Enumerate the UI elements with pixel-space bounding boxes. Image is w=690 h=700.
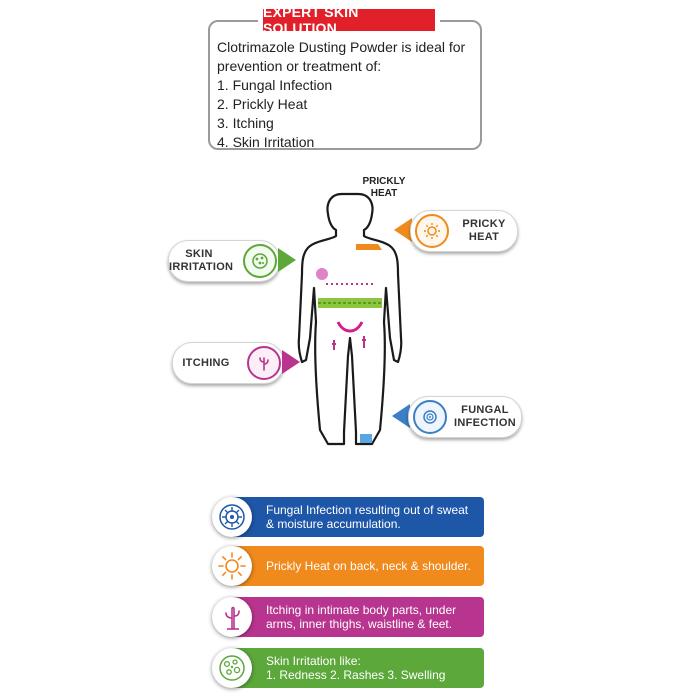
- sun-icon: [212, 546, 252, 586]
- info-line: Clotrimazole Dusting Powder is ideal for: [217, 39, 466, 55]
- banner-fungal-infection: Fungal Infection resulting out of sweat …: [212, 497, 484, 537]
- body-outline: [297, 192, 403, 446]
- fungus-icon: [212, 497, 252, 537]
- info-line: prevention or treatment of:: [217, 58, 382, 74]
- pricky-heat-arrow: [394, 218, 412, 242]
- info-line: 1. Fungal Infection: [217, 77, 333, 93]
- skin-irritation-icon: [243, 244, 277, 278]
- inner-thigh-marks-left: [332, 340, 336, 350]
- banner-line: Itching in intimate body parts, under: [266, 603, 457, 617]
- skin-irritation-arrow: [278, 248, 296, 272]
- prickly-heat-top-label: PRICKLY HEAT: [362, 176, 406, 199]
- banner-line: arms, inner thighs, waistline & feet.: [266, 617, 453, 631]
- fungal-infection-arrow: [392, 404, 410, 428]
- body-figure: [297, 192, 403, 446]
- cactus-icon: [212, 597, 252, 637]
- cells-icon: [212, 648, 252, 688]
- info-line: 2. Prickly Heat: [217, 96, 308, 112]
- banner-line: 1. Redness 2. Rashes 3. Swelling: [266, 668, 446, 682]
- banner-line: Prickly Heat on back, neck & shoulder.: [266, 559, 471, 573]
- info-line: 4. Skin Irritation: [217, 134, 315, 150]
- info-text: Clotrimazole Dusting Powder is ideal for…: [217, 38, 479, 152]
- banner-line: & moisture accumulation.: [266, 517, 401, 531]
- inner-thigh-marks-right: [362, 336, 366, 348]
- itching-label: ITCHING: [172, 342, 284, 384]
- skin-irritation-label: SKIN IRRITATION: [168, 240, 280, 282]
- banner-line: Skin Irritation like:: [266, 654, 361, 668]
- prickly-heat-icon: [415, 214, 449, 248]
- prickly-heat-area: [356, 244, 382, 250]
- intimate-area: [336, 321, 364, 333]
- foot-area: [360, 434, 372, 443]
- itching-icon: [247, 346, 281, 380]
- banner-itching: Itching in intimate body parts, under ar…: [212, 597, 484, 637]
- pricky-heat-label: PRICKY HEAT: [410, 210, 518, 252]
- banner-skin-irritation: Skin Irritation like: 1. Redness 2. Rash…: [212, 648, 484, 688]
- info-title: EXPERT SKIN SOLUTION: [258, 4, 440, 36]
- fungal-infection-icon: [413, 400, 447, 434]
- fungal-infection-label: FUNGAL INFECTION: [408, 396, 522, 438]
- info-line: 3. Itching: [217, 115, 274, 131]
- banner-prickly-heat: Prickly Heat on back, neck & shoulder.: [212, 546, 484, 586]
- itching-arrow: [282, 350, 300, 374]
- banner-line: Fungal Infection resulting out of sweat: [266, 503, 469, 517]
- skin-irritation-area: [316, 268, 328, 280]
